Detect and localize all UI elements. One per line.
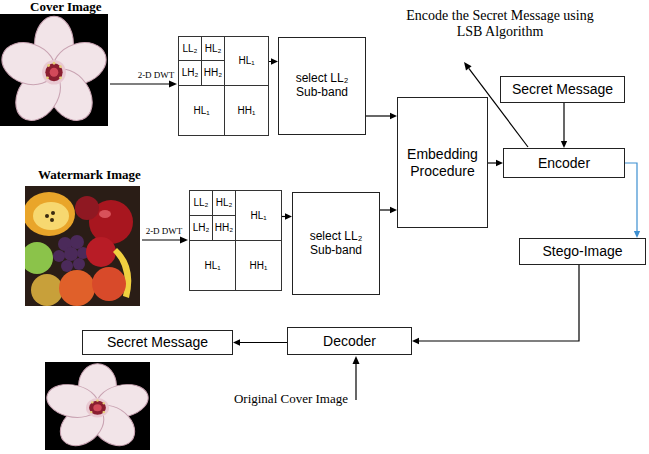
connector-line <box>625 163 637 231</box>
arrow-connector <box>233 339 287 345</box>
grid-cell: HL₁ <box>189 240 236 291</box>
arrow-connector <box>269 58 278 64</box>
arrow-head <box>233 339 240 345</box>
process-box: select LL₂ Sub-band <box>292 192 380 295</box>
arrow-head <box>496 160 503 166</box>
node-text: HL₁ <box>193 105 209 117</box>
watermark-image <box>21 186 140 306</box>
connector-line <box>563 103 564 141</box>
node-text: Secret Message <box>107 334 208 350</box>
connector-line <box>488 162 496 163</box>
connector-line <box>366 115 390 116</box>
arrow-connector <box>282 213 292 219</box>
connector-line <box>419 265 579 341</box>
arrow-head <box>464 62 472 71</box>
text-label: Original Cover Image <box>160 392 348 407</box>
arrow-head <box>634 231 640 238</box>
grid-cell: LL₂ <box>178 36 202 61</box>
arrow-connector <box>412 265 579 344</box>
node-text: LL₂ <box>182 43 197 55</box>
node-text: HL₂ <box>216 197 233 209</box>
arrow-connector <box>561 103 567 148</box>
node-text: LL₂ <box>193 197 208 209</box>
process-box: Secret Message <box>82 330 233 355</box>
dwt-arrow <box>142 239 180 240</box>
grid-cell: LH₂ <box>189 215 213 241</box>
text-label: 2-D DWT <box>141 226 187 236</box>
connector-line <box>380 209 390 210</box>
text-label: Encode the Secret Message using LSB Algo… <box>405 8 595 40</box>
text-label: 2-D DWT <box>133 70 179 80</box>
node-text: LH₂ <box>193 222 210 234</box>
arrow-head <box>169 81 177 88</box>
text-label: Cover Image <box>30 0 130 15</box>
process-box: Stego-Image <box>519 238 646 265</box>
node-text: HH₂ <box>215 222 233 234</box>
node-text: HH₁ <box>250 260 268 272</box>
node-text: HH₁ <box>238 105 256 117</box>
arrow-connector <box>366 113 397 119</box>
original-cover-image <box>42 362 154 453</box>
input-arrow <box>355 364 356 400</box>
node-text: LH₂ <box>182 67 199 79</box>
dwt-arrow <box>110 83 169 84</box>
grid-cell: HH₂ <box>201 60 225 86</box>
grid-cell: HL₁ <box>235 190 282 241</box>
grid-cell: LL₂ <box>189 190 213 216</box>
arrow-head <box>390 207 397 213</box>
text-label: Watermark Image <box>38 168 168 183</box>
arrow-connector <box>380 207 397 213</box>
node-text: Embedding Procedure <box>401 146 484 178</box>
process-box: Encoder <box>503 148 625 178</box>
node-text: HL₁ <box>238 55 254 67</box>
node-text: Secret Message <box>512 81 613 97</box>
connector-line <box>282 216 285 217</box>
process-box: Decoder <box>287 327 412 355</box>
process-box: Secret Message <box>500 76 625 103</box>
arrow-head <box>180 237 188 244</box>
arrow-head <box>390 113 397 119</box>
arrow-head <box>271 58 278 64</box>
grid-cell: HL₁ <box>224 36 269 86</box>
grid-cell: LH₂ <box>178 60 202 86</box>
cover-image <box>0 14 111 129</box>
arrow-head <box>561 141 567 148</box>
node-text: HH₂ <box>204 67 222 79</box>
grid-cell: HH₁ <box>235 240 282 291</box>
arrow-connector <box>625 163 640 238</box>
grid-cell: HL₂ <box>201 36 225 61</box>
arrow-head <box>412 338 419 344</box>
arrow-head <box>285 213 292 219</box>
process-box: Embedding Procedure <box>397 97 488 228</box>
grid-cell: HH₂ <box>212 215 236 241</box>
node-text: Decoder <box>323 333 376 349</box>
node-text: Encoder <box>538 155 590 171</box>
grid-cell: HH₁ <box>224 85 269 136</box>
process-box: select LL₂ Sub-band <box>278 37 366 135</box>
node-text: select LL₂ Sub-band <box>296 230 376 258</box>
node-text: HL₁ <box>204 260 220 272</box>
grid-cell: HL₂ <box>212 190 236 216</box>
grid-cell: HL₁ <box>178 85 225 136</box>
arrow-head <box>353 356 360 364</box>
node-text: Stego-Image <box>542 243 622 259</box>
node-text: HL₁ <box>250 210 266 222</box>
connector-line <box>269 61 271 62</box>
node-text: select LL₂ Sub-band <box>282 72 362 100</box>
arrow-connector <box>488 160 503 166</box>
connector-line <box>240 342 287 343</box>
node-text: HL₂ <box>205 43 222 55</box>
